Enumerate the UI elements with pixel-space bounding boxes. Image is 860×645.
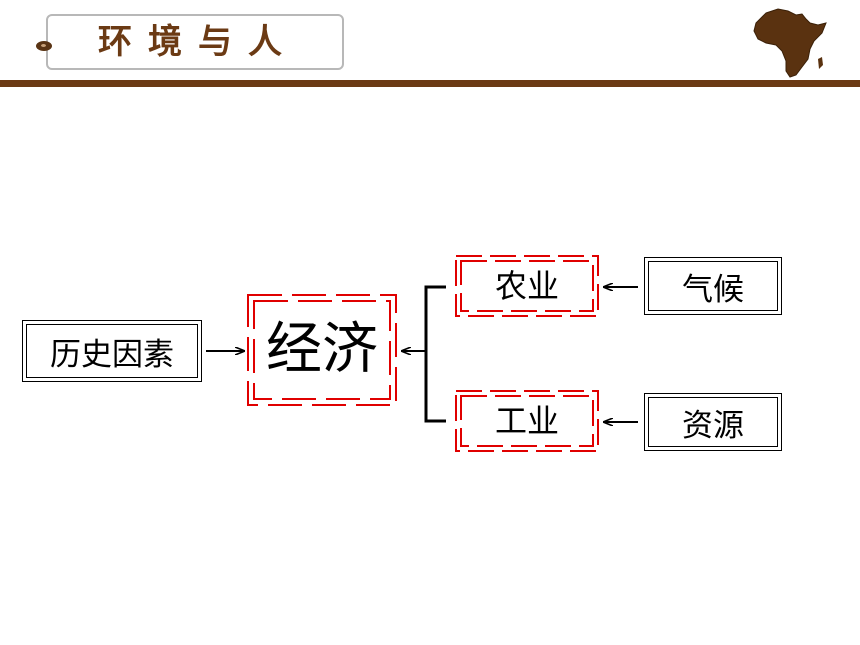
node-agriculture-label: 农业 [494, 267, 559, 305]
node-resources-label: 资源 [682, 407, 744, 444]
title-box [46, 14, 344, 70]
node-agriculture: 农业 [456, 256, 598, 316]
bracket-agri-industry [424, 285, 446, 423]
node-resources: 资源 [644, 393, 782, 451]
node-history: 历史因素 [22, 320, 202, 382]
node-economy: 经济 [248, 295, 396, 405]
page-title: 环境与人 [98, 22, 298, 62]
node-climate: 气候 [644, 257, 782, 315]
node-climate-label: 气候 [682, 271, 744, 308]
bullet-highlight [41, 44, 46, 47]
node-industry: 工业 [456, 391, 598, 451]
africa-map-icon [753, 8, 827, 78]
header-rule [0, 80, 860, 87]
node-industry-label: 工业 [494, 402, 559, 440]
node-history-label: 历史因素 [50, 336, 174, 373]
node-economy-label: 经济 [266, 316, 378, 382]
